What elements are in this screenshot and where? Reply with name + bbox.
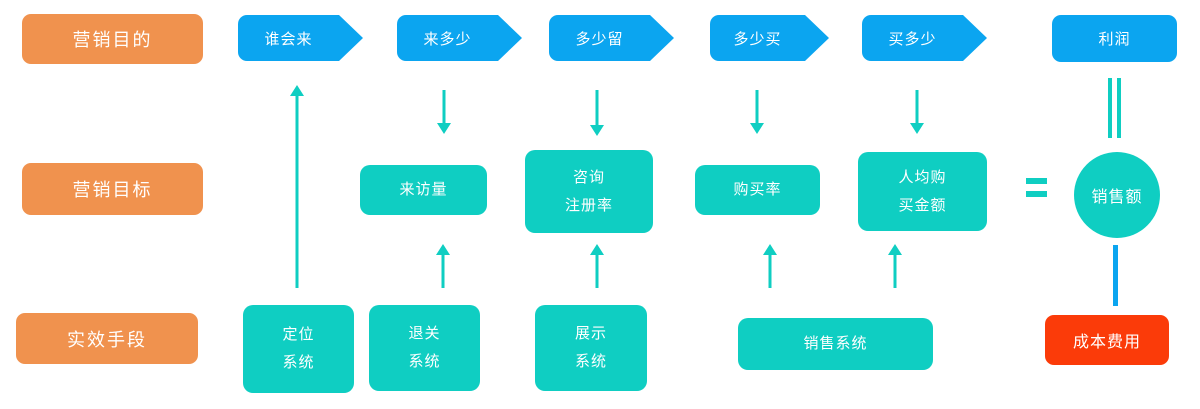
metric-consult-register-rate: 咨询 注册率 xyxy=(525,150,653,233)
system-display: 展示 系统 xyxy=(535,305,647,391)
metric-purchase-rate: 购买率 xyxy=(695,165,820,215)
double-line-profit-to-sales xyxy=(1108,78,1121,138)
arrow-sales-system-to-avg-amount xyxy=(888,244,902,288)
sales-amount-circle: 销售额 xyxy=(1074,152,1160,238)
equals-sign xyxy=(1026,178,1047,197)
arrow-sales-system-to-purchase-rate xyxy=(763,244,777,288)
funnel-step-how-many-stay: 多少留 xyxy=(549,15,650,61)
arrow-how-many-buy-to-purchase-rate xyxy=(750,90,764,134)
funnel-step-buy-how-much: 买多少 xyxy=(862,15,963,61)
profit-box: 利润 xyxy=(1052,15,1177,62)
funnel-step-who-will-come: 谁会来 xyxy=(238,15,339,61)
arrow-display-to-register-rate xyxy=(590,244,604,288)
line-sales-to-cost xyxy=(1113,245,1118,306)
funnel-step-how-many-come: 来多少 xyxy=(397,15,498,61)
arrow-buy-how-much-to-avg-amount xyxy=(910,90,924,134)
system-tuiguan: 退关 系统 xyxy=(369,305,480,391)
arrow-how-many-stay-to-register-rate xyxy=(590,90,604,136)
row-label-marketing-target: 营销目标 xyxy=(22,163,203,215)
row-label-effective-means: 实效手段 xyxy=(16,313,198,364)
arrow-positioning-to-who-will-come xyxy=(290,85,304,288)
arrow-tuiguan-to-visit-volume xyxy=(436,244,450,288)
row-label-marketing-purpose: 营销目的 xyxy=(22,14,203,64)
metric-avg-purchase-amount: 人均购 买金额 xyxy=(858,152,987,231)
arrow-how-many-come-to-visit-volume xyxy=(437,90,451,134)
funnel-step-how-many-buy: 多少买 xyxy=(710,15,805,61)
system-positioning: 定位 系统 xyxy=(243,305,354,393)
system-sales: 销售系统 xyxy=(738,318,933,370)
cost-expense-box: 成本费用 xyxy=(1045,315,1169,365)
metric-visit-volume: 来访量 xyxy=(360,165,487,215)
